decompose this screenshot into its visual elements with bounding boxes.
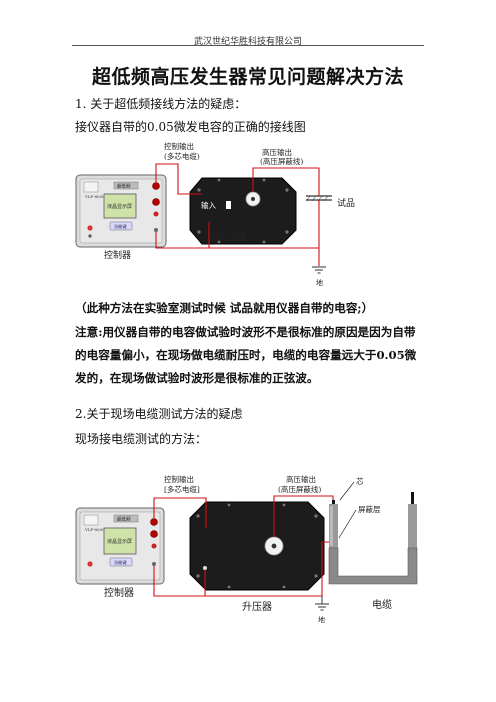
page-header: 武汉世纪华胜科技有限公司 — [193, 37, 302, 47]
ground-label: 地 — [318, 615, 325, 624]
wiring-diagram-field-cable: VLF-80/0.1 超低频 液晶显示屏 功能键 控制输出 [多芯电缆] 高压输… — [75, 474, 418, 624]
multicore-cable-label: [多芯电缆] — [164, 484, 200, 494]
note-waveform-explanation: 注意:用仪器自带的电容做试验时波形不是很标准的原因是因为自带的电容量偏小，在现场… — [75, 325, 417, 385]
hv-output-label: 高压输出 — [262, 147, 292, 157]
panel-model-label: VLF-80/0.1 — [84, 194, 107, 199]
hv-shield-label: (高压屏蔽线) — [278, 484, 321, 494]
section1-intro: 接仪器自带的0.05微发电容的正确的接线图 — [75, 120, 306, 134]
control-output-label: 控制输出 — [164, 474, 194, 484]
lcd-screen-label: 液晶显示屏 — [107, 203, 132, 210]
booster-unit — [189, 501, 325, 591]
function-key-label: 功能键 — [114, 223, 127, 230]
hv-shield-label: (高压屏蔽线) — [260, 156, 303, 166]
wiring-diagram-lab: VLF-80/0.1 超低频 液晶显示屏 功能键 控制输出 (多芯电缆) 高压输… — [75, 141, 355, 287]
lcd-screen-label: 液晶显示屏 — [107, 538, 132, 545]
panel-title-label: 超低频 — [117, 183, 131, 190]
control-output-label: 控制输出 — [164, 141, 194, 151]
cable-label: 电缆 — [372, 598, 392, 611]
wiring — [155, 163, 320, 266]
section2-intro: 现场接电缆测试的方法： — [75, 432, 208, 446]
lcd-screen — [103, 193, 137, 219]
header-divider — [72, 45, 424, 46]
controller-label: 控制器 — [104, 586, 134, 599]
function-key-label: 功能键 — [114, 559, 127, 566]
cable-core-label: 芯 — [356, 476, 364, 486]
control-output-connector-icon — [152, 182, 160, 190]
power-cable — [328, 492, 418, 585]
controller-label: 控制器 — [104, 249, 131, 261]
power-indicator-icon — [87, 225, 93, 231]
panel-model-label: VLF-80/0.1 — [84, 527, 107, 532]
booster-input-label: 输入 — [201, 200, 216, 210]
cable-shield-layer-label: 屏蔽层 — [358, 504, 381, 514]
section1-heading: 1. 关于超低频接线方法的疑虑： — [75, 97, 247, 111]
booster-label: I级升压器 — [207, 231, 247, 243]
controller-unit: VLF-80/0.1 超低频 液晶显示屏 功能键 — [75, 174, 167, 248]
booster-unit: 输入 — [189, 177, 297, 245]
ground-label: 地 — [316, 278, 323, 287]
booster-label: 升压器 — [242, 601, 272, 613]
power-indicator-icon — [87, 561, 93, 567]
ground-symbol-icon — [315, 596, 329, 611]
panel-title-label: 超低频 — [117, 516, 131, 523]
section2-heading: 2.关于现场电缆测试方法的疑虑 — [75, 407, 243, 421]
wiring — [153, 495, 334, 597]
hv-output-label: 高压输出 — [286, 474, 316, 484]
control-output-connector-icon — [150, 518, 158, 526]
ground-symbol-icon — [312, 266, 326, 274]
document-title: 超低频高压发生器常见问题解决方法 — [91, 66, 404, 88]
note-lab-method: （此种方法在实验室测试时候 试品就用仪器自带的电容;） — [75, 301, 374, 315]
multicore-cable-label: (多芯电缆) — [164, 151, 200, 161]
controller-unit: VLF-80/0.1 超低频 液晶显示屏 功能键 — [75, 507, 165, 585]
lcd-screen — [103, 527, 137, 555]
sample-label: 试品 — [337, 197, 355, 209]
